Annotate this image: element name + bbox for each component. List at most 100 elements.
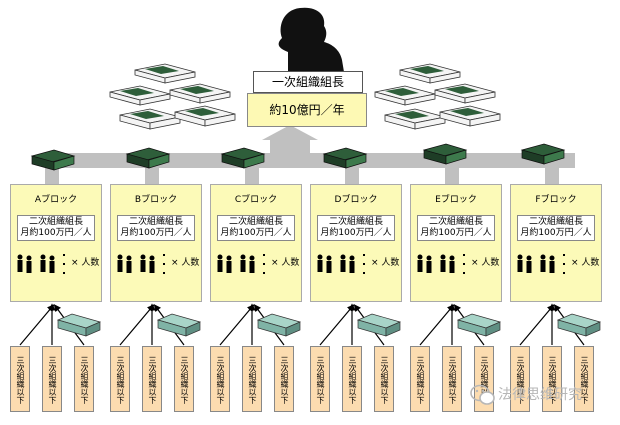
secondary-boss-box: 二次組織組長 月約100万円／人 — [317, 215, 395, 241]
secondary-boss-pay: 月約100万円／人 — [20, 228, 92, 238]
people-icon — [117, 254, 155, 273]
tertiary-org-box: 三次組織以下 — [442, 346, 462, 412]
tertiary-org-box: 三次組織以下 — [342, 346, 362, 412]
multiplier-label: × 人数 — [171, 258, 200, 268]
secondary-boss-title: 二次組織組長 — [28, 217, 83, 227]
boss-silhouette-icon — [278, 7, 344, 72]
tertiary-org-label: 三次組織以下 — [348, 356, 357, 404]
block-c-panel: Cブロック 二次組織組長 月約100万円／人 × 人数 — [210, 184, 302, 302]
server-icon — [56, 313, 602, 337]
tertiary-org-label: 三次組織以下 — [16, 356, 25, 404]
tertiary-org-label: 三次組織以下 — [48, 356, 57, 404]
secondary-boss-title: 二次組織組長 — [428, 217, 483, 227]
tertiary-org-label: 三次組織以下 — [448, 356, 457, 404]
tertiary-org-box: 三次組織以下 — [110, 346, 130, 412]
tertiary-org-label: 三次組織以下 — [280, 356, 289, 404]
block-title: Bブロック — [134, 195, 178, 205]
tertiary-org-label: 三次組織以下 — [380, 356, 389, 404]
tertiary-org-label: 三次組織以下 — [180, 356, 189, 404]
tertiary-org-box: 三次組織以下 — [410, 346, 430, 412]
tertiary-org-label: 三次組織以下 — [516, 356, 525, 404]
block-a-panel: Aブロック 二次組織組長 月約100万円／人 × 人数 — [10, 184, 102, 302]
tertiary-org-box: 三次組織以下 — [374, 346, 394, 412]
dots-icon — [463, 254, 465, 274]
watermark: 法律思维研究 — [462, 379, 612, 411]
tertiary-org-label: 三次組織以下 — [416, 356, 425, 404]
money-bundle-icon — [220, 147, 266, 169]
secondary-boss-pay: 月約100万円／人 — [420, 228, 492, 238]
secondary-boss-box: 二次組織組長 月約100万円／人 — [517, 215, 595, 241]
tertiary-org-label: 三次組織以下 — [80, 356, 89, 404]
block-title: Eブロック — [435, 195, 477, 205]
secondary-boss-box: 二次組織組長 月約100万円／人 — [17, 215, 95, 241]
money-bundle-icon — [125, 147, 171, 169]
dots-icon — [163, 254, 165, 274]
money-bundle-icon — [322, 147, 368, 169]
multiplier-label: × 人数 — [571, 258, 600, 268]
tertiary-org-label: 三次組織以下 — [216, 356, 225, 404]
secondary-boss-box: 二次組織組長 月約100万円／人 — [217, 215, 295, 241]
secondary-boss-title: 二次組織組長 — [228, 217, 283, 227]
block-e-panel: Eブロック 二次組織組長 月約100万円／人 × 人数 — [410, 184, 502, 302]
watermark-text: 法律思维研究 — [498, 387, 582, 403]
secondary-boss-box: 二次組織組長 月約100万円／人 — [417, 215, 495, 241]
tertiary-org-label: 三次組織以下 — [316, 356, 325, 404]
dots-icon — [563, 254, 565, 274]
secondary-boss-box: 二次組織組長 月約100万円／人 — [117, 215, 195, 241]
tertiary-org-box: 三次組織以下 — [242, 346, 262, 412]
money-stack-icon-right — [374, 63, 501, 130]
primary-org-income: 約10億円／年 — [247, 93, 367, 127]
block-title: Aブロック — [34, 195, 78, 205]
multiplier-label: × 人数 — [471, 258, 500, 268]
block-b-panel: Bブロック 二次組織組長 月約100万円／人 × 人数 — [110, 184, 202, 302]
multiplier-label: × 人数 — [71, 258, 100, 268]
block-title: Cブロック — [234, 195, 278, 205]
secondary-boss-pay: 月約100万円／人 — [120, 228, 192, 238]
tertiary-org-label: 三次組織以下 — [580, 356, 589, 404]
dots-icon — [363, 254, 365, 274]
tertiary-org-label: 三次組織以下 — [480, 356, 489, 404]
tertiary-org-box: 三次組織以下 — [142, 346, 162, 412]
secondary-boss-pay: 月約100万円／人 — [520, 228, 592, 238]
people-icon — [317, 254, 355, 273]
secondary-boss-pay: 月約100万円／人 — [220, 228, 292, 238]
people-icon — [17, 254, 55, 273]
primary-org-boss-title: 一次組織組長 — [253, 71, 363, 93]
money-bundle-icon — [30, 149, 76, 171]
secondary-boss-pay: 月約100万円／人 — [320, 228, 392, 238]
multiplier-label: × 人数 — [271, 258, 300, 268]
tertiary-org-box: 三次組織以下 — [574, 346, 594, 412]
secondary-boss-title: 二次組織組長 — [328, 217, 383, 227]
block-title: Fブロック — [535, 195, 577, 205]
people-icon — [517, 254, 555, 273]
dots-icon — [63, 254, 65, 274]
tertiary-org-box: 三次組織以下 — [310, 346, 330, 412]
tertiary-org-label: 三次組織以下 — [148, 356, 157, 404]
secondary-boss-title: 二次組織組長 — [128, 217, 183, 227]
tertiary-org-label: 三次組織以下 — [248, 356, 257, 404]
tertiary-org-label: 三次組織以下 — [548, 356, 557, 404]
secondary-boss-title: 二次組織組長 — [528, 217, 583, 227]
tertiary-org-box: 三次組織以下 — [10, 346, 30, 412]
wechat-icon — [470, 384, 495, 405]
block-title: Dブロック — [334, 195, 378, 205]
money-bundles-row — [30, 143, 566, 171]
money-stack-icon-left — [109, 63, 236, 130]
tertiary-org-box: 三次組織以下 — [74, 346, 94, 412]
tertiary-org-box: 三次組織以下 — [510, 346, 530, 412]
tertiary-org-box: 三次組織以下 — [42, 346, 62, 412]
people-icon — [417, 254, 455, 273]
tertiary-org-box: 三次組織以下 — [174, 346, 194, 412]
tertiary-org-label: 三次組織以下 — [116, 356, 125, 404]
tertiary-org-box: 三次組織以下 — [542, 346, 562, 412]
tertiary-org-box: 三次組織以下 — [210, 346, 230, 412]
tertiary-org-box: 三次組織以下 — [274, 346, 294, 412]
money-bundle-icon — [520, 143, 566, 165]
block-d-panel: Dブロック 二次組織組長 月約100万円／人 × 人数 — [310, 184, 402, 302]
multiplier-label: × 人数 — [371, 258, 400, 268]
block-f-panel: Fブロック 二次組織組長 月約100万円／人 × 人数 — [510, 184, 602, 302]
dots-icon — [263, 254, 265, 274]
people-icon — [217, 254, 255, 273]
